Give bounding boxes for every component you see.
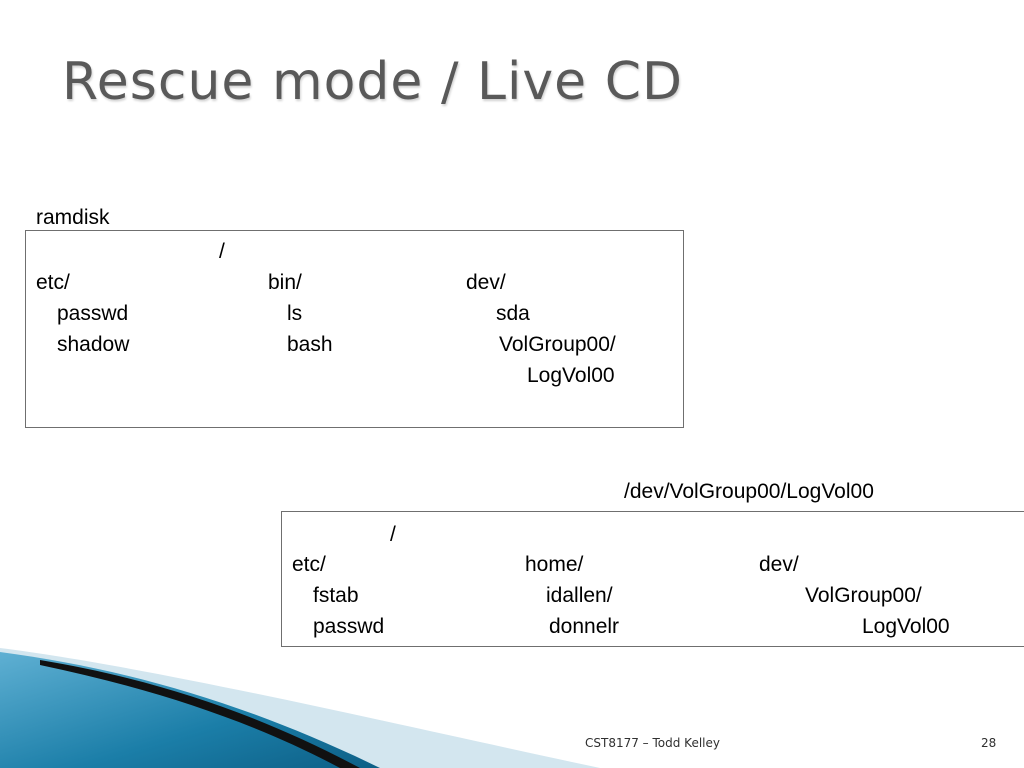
ramdisk-volgroup-dir: VolGroup00/ — [499, 333, 616, 356]
logvol-root-dir: / — [390, 523, 396, 546]
logvol-passwd-file: passwd — [313, 615, 385, 638]
ramdisk-dev-dir: dev/ — [466, 271, 506, 294]
ramdisk-root-dir: / — [219, 240, 225, 263]
ramdisk-shadow-file: shadow — [57, 333, 130, 356]
ramdisk-passwd-file: passwd — [57, 302, 129, 325]
footer-course-author: CST8177 – Todd Kelley — [585, 736, 720, 750]
logvol-fstab-file: fstab — [313, 584, 359, 607]
logvol-donnelr-dir: donnelr — [549, 615, 620, 638]
logvol-volgroup-dir: VolGroup00/ — [805, 584, 922, 607]
ramdisk-etc-dir: etc/ — [36, 271, 70, 294]
logvol-idallen-dir: idallen/ — [546, 584, 613, 607]
slide-title: Rescue mode / Live CD — [62, 52, 684, 112]
ramdisk-label: ramdisk — [36, 206, 110, 229]
ramdisk-sda-device: sda — [496, 302, 530, 325]
page-number: 28 — [981, 736, 997, 750]
logvol-label: /dev/VolGroup00/LogVol00 — [624, 480, 874, 503]
logvol-logvol-device: LogVol00 — [862, 615, 950, 638]
logvol-filesystem-box — [281, 511, 1024, 647]
ramdisk-logvol-device: LogVol00 — [527, 364, 615, 387]
ramdisk-ls-file: ls — [287, 302, 303, 325]
logvol-home-dir: home/ — [525, 553, 584, 576]
ramdisk-bin-dir: bin/ — [268, 271, 302, 294]
logvol-etc-dir: etc/ — [292, 553, 326, 576]
ramdisk-filesystem-box — [25, 230, 684, 428]
ramdisk-bash-file: bash — [287, 333, 333, 356]
logvol-dev-dir: dev/ — [759, 553, 799, 576]
